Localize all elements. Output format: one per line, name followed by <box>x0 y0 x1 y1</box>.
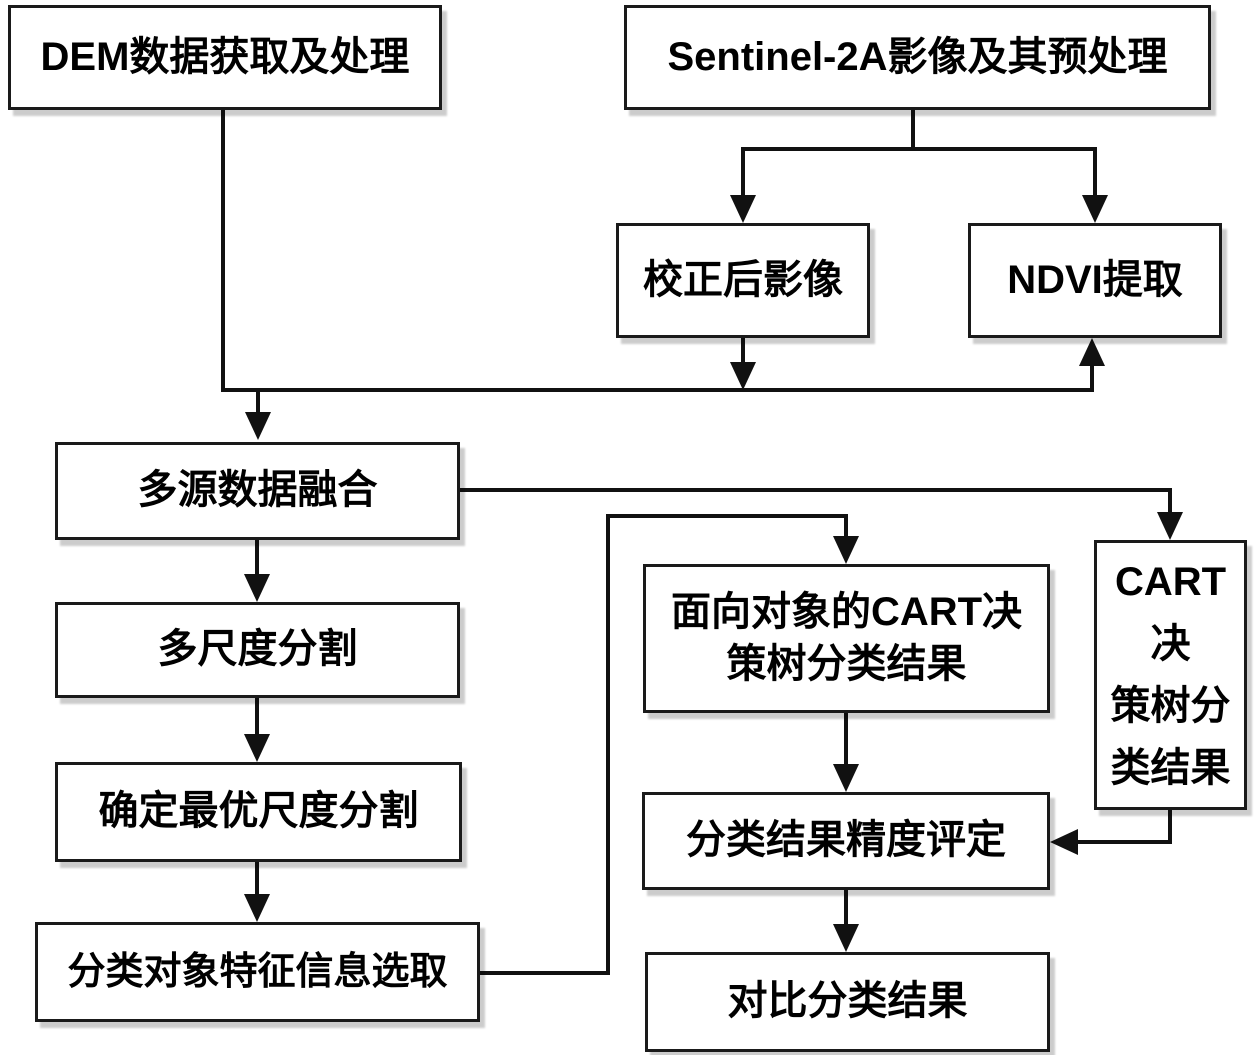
arrowhead-accuracy-to-compare <box>833 924 859 952</box>
arrowhead-sentinel-to-corrected <box>730 195 756 223</box>
edge-sentinel-to-corrected <box>741 147 745 197</box>
node-compare-results-label: 对比分类结果 <box>727 979 968 1024</box>
node-corrected-image-label: 校正后影像 <box>643 257 843 302</box>
node-sentinel-preprocessing-label: Sentinel-2A影像及其预处理 <box>667 34 1168 79</box>
arrowhead-bus-to-ndvi <box>1079 338 1105 366</box>
node-accuracy-assessment: 分类结果精度评定 <box>642 792 1050 890</box>
node-dem-data-label: DEM数据获取及处理 <box>40 34 410 79</box>
arrowhead-cart-to-accuracy <box>1050 829 1078 855</box>
node-cart-result: CART决 策树分 类结果 <box>1094 540 1247 810</box>
node-object-oriented-cart-result: 面向对象的CART决 策树分类结果 <box>643 564 1050 713</box>
edge-bus-to-ndvi <box>1090 360 1094 390</box>
edge-optimal-to-feature <box>255 862 259 896</box>
node-cart-result-label: CART决 策树分 类结果 <box>1110 560 1231 790</box>
node-ndvi-extraction-label: NDVI提取 <box>1007 257 1183 302</box>
edge-sentinel-to-ndvi <box>1093 147 1097 197</box>
arrowhead-fusion-to-multiscale <box>244 574 270 602</box>
arrowhead-multiscale-to-optimal <box>244 734 270 762</box>
edge-data-bus <box>221 388 1094 392</box>
node-accuracy-assessment-label: 分类结果精度评定 <box>686 818 1006 863</box>
node-feature-selection-label: 分类对象特征信息选取 <box>67 950 448 993</box>
edge-fusion-to-multiscale <box>255 540 259 576</box>
node-object-oriented-cart-result-label: 面向对象的CART决 策树分类结果 <box>670 590 1023 686</box>
edge-sentinel-stem <box>911 110 915 151</box>
edge-dem-to-bus <box>221 110 225 392</box>
arrowhead-optimal-to-feature <box>244 894 270 922</box>
arrowhead-oocart-to-accuracy <box>833 764 859 792</box>
edge-accuracy-to-compare <box>844 890 848 926</box>
edge-fusion-to-cart-horizontal <box>460 488 1172 492</box>
node-multisource-fusion-label: 多源数据融合 <box>137 468 378 513</box>
arrowhead-feature-to-oocart <box>833 536 859 564</box>
edge-oocart-to-accuracy <box>844 713 848 766</box>
node-dem-data: DEM数据获取及处理 <box>8 5 442 110</box>
node-optimal-scale-segmentation-label: 确定最优尺度分割 <box>98 789 419 834</box>
edge-bus-to-fusion <box>256 390 260 416</box>
node-corrected-image: 校正后影像 <box>616 223 870 338</box>
edge-sentinel-split <box>741 147 1097 151</box>
edge-feature-up <box>606 514 610 975</box>
arrowhead-bus-to-fusion <box>245 412 271 440</box>
node-multisource-fusion: 多源数据融合 <box>55 442 460 540</box>
edge-feature-to-oocart <box>844 514 848 538</box>
edge-feature-out <box>480 971 610 975</box>
node-multiscale-segmentation-label: 多尺度分割 <box>157 627 358 672</box>
node-sentinel-preprocessing: Sentinel-2A影像及其预处理 <box>624 5 1211 110</box>
edge-fusion-to-cart-vertical <box>1168 488 1172 514</box>
node-multiscale-segmentation: 多尺度分割 <box>55 602 460 698</box>
arrowhead-corrected-to-bus <box>730 362 756 390</box>
edge-cart-down <box>1168 810 1172 844</box>
edge-cart-to-accuracy <box>1074 840 1172 844</box>
edge-multiscale-to-optimal <box>255 698 259 736</box>
edge-corrected-to-bus <box>741 338 745 364</box>
node-compare-results: 对比分类结果 <box>645 952 1050 1052</box>
node-optimal-scale-segmentation: 确定最优尺度分割 <box>55 762 462 862</box>
node-feature-selection: 分类对象特征信息选取 <box>35 922 480 1022</box>
arrowhead-sentinel-to-ndvi <box>1082 195 1108 223</box>
edge-feature-over <box>606 514 848 518</box>
node-ndvi-extraction: NDVI提取 <box>968 223 1222 338</box>
arrowhead-fusion-to-cart <box>1157 512 1183 540</box>
